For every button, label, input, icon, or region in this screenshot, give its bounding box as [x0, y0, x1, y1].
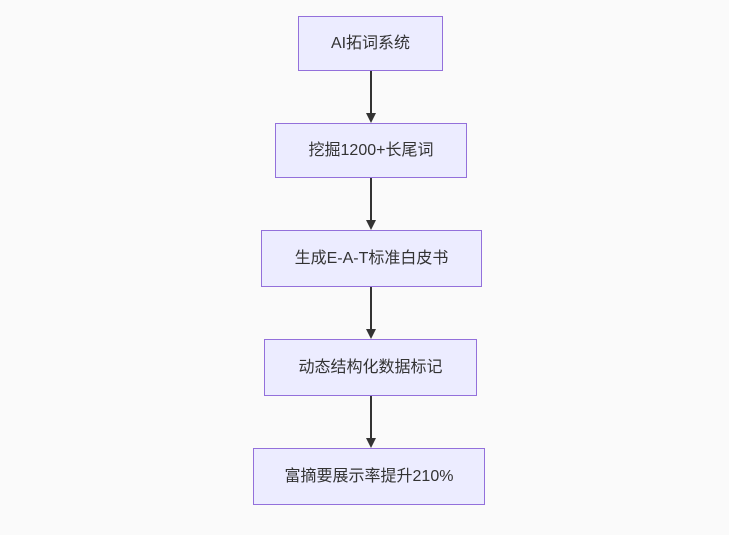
flow-node-eat-whitepaper: 生成E-A-T标准白皮书 — [261, 230, 482, 287]
flow-node-label: 挖掘1200+长尾词 — [308, 141, 434, 159]
arrow-head-icon — [366, 438, 376, 448]
arrow-line — [370, 287, 372, 329]
arrow-head-icon — [366, 113, 376, 123]
arrow-head-icon — [366, 220, 376, 230]
flow-node-structured-data-markup: 动态结构化数据标记 — [264, 339, 477, 396]
arrow-head-icon — [366, 329, 376, 339]
arrow-line — [370, 71, 372, 113]
flow-node-label: AI拓词系统 — [330, 34, 411, 52]
flow-arrow-3 — [365, 287, 377, 339]
flow-node-label: 生成E-A-T标准白皮书 — [294, 249, 449, 267]
flow-node-label: 富摘要展示率提升210% — [284, 467, 454, 485]
flow-node-longtail-mining: 挖掘1200+长尾词 — [275, 123, 467, 178]
flow-arrow-2 — [365, 178, 377, 230]
flow-node-label: 动态结构化数据标记 — [298, 358, 443, 376]
arrow-line — [370, 396, 372, 438]
flow-arrow-1 — [365, 71, 377, 123]
flow-node-rich-snippet-result: 富摘要展示率提升210% — [253, 448, 485, 505]
arrow-line — [370, 178, 372, 220]
flow-node-ai-keyword-system: AI拓词系统 — [298, 16, 443, 71]
flow-arrow-4 — [365, 396, 377, 448]
